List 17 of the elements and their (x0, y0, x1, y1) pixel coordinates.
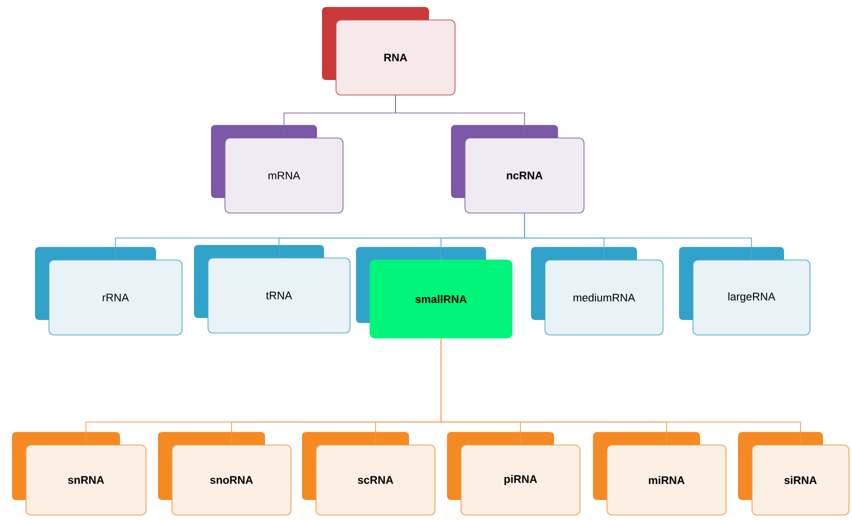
stacked-box: ncRNA (451, 125, 584, 214)
stacked-box: rRNA (35, 247, 182, 336)
connector-line (524, 213, 752, 260)
stacked-box: scRNA (302, 432, 436, 516)
connector-line (440, 338, 801, 445)
stacked-box: largeRNA (679, 247, 810, 336)
stacked-box: mediumRNA (531, 247, 664, 336)
connector-line (395, 95, 525, 138)
stacked-box: snRNA (12, 432, 146, 516)
stacked-box: RNA (322, 7, 456, 96)
stacked-box: smallRNA (356, 247, 512, 338)
stacked-box: snoRNA (158, 432, 292, 516)
stacked-box: mRNA (211, 125, 344, 214)
stacked-box: miRNA (593, 432, 726, 516)
stacked-box: piRNA (447, 432, 580, 516)
stacked-box: siRNA (738, 432, 850, 516)
stacked-box: tRNA (194, 245, 350, 334)
